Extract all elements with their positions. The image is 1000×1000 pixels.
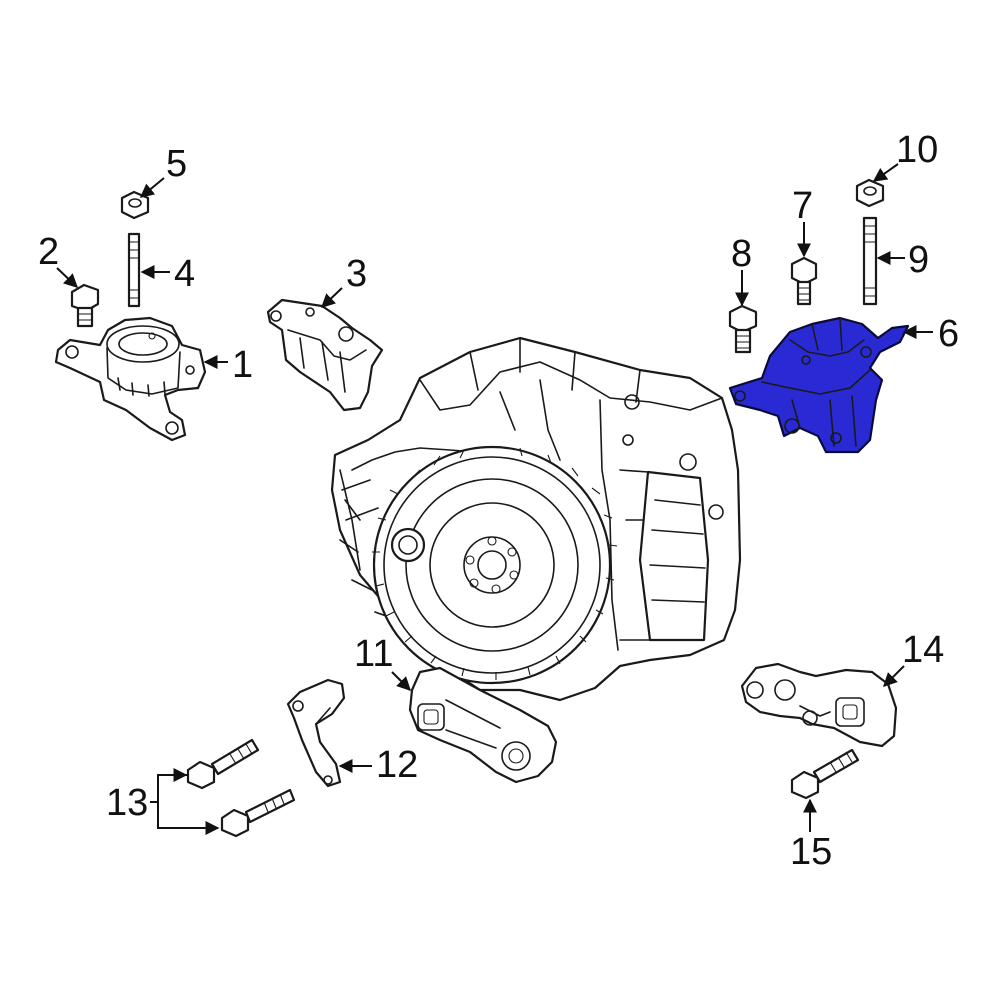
part-10-nut bbox=[855, 178, 885, 208]
callout-2: 2 bbox=[38, 231, 59, 273]
callout-12: 12 bbox=[376, 744, 418, 786]
part-14-rear-mount bbox=[740, 662, 898, 748]
callout-8: 8 bbox=[731, 233, 752, 275]
part-8-bolt bbox=[728, 304, 758, 354]
part-4-stud bbox=[127, 232, 141, 308]
callout-14: 14 bbox=[902, 629, 944, 671]
callout-5: 5 bbox=[166, 143, 187, 185]
part-11-roll-restrictor bbox=[408, 666, 558, 784]
part-6-transmission-mount bbox=[728, 316, 910, 454]
part-13-bolt-upper bbox=[186, 738, 260, 790]
transmission-assembly bbox=[330, 336, 742, 702]
callout-15: 15 bbox=[790, 831, 832, 873]
part-7-bolt bbox=[790, 256, 818, 306]
callout-labels: 1 2 3 4 5 6 7 8 9 10 11 12 13 14 15 bbox=[38, 129, 959, 873]
flexplate-bolt-holes bbox=[465, 536, 519, 594]
part-2-bolt bbox=[70, 283, 100, 328]
part-9-stud bbox=[862, 216, 878, 306]
part-1-engine-mount bbox=[54, 316, 207, 442]
part-13-bolt-lower bbox=[220, 788, 296, 838]
part-5-nut bbox=[120, 190, 150, 220]
callout-1: 1 bbox=[232, 344, 253, 386]
callout-7: 7 bbox=[792, 185, 813, 227]
callout-6: 6 bbox=[938, 313, 959, 355]
callout-11: 11 bbox=[354, 633, 393, 675]
part-12-bracket bbox=[286, 678, 346, 788]
callout-3: 3 bbox=[346, 253, 367, 295]
part-3-bracket bbox=[266, 298, 384, 412]
part-15-bolt bbox=[790, 748, 860, 800]
callout-13: 13 bbox=[106, 782, 148, 824]
leader-lines bbox=[56, 163, 933, 835]
callout-4: 4 bbox=[174, 253, 195, 295]
callout-9: 9 bbox=[908, 239, 929, 281]
callout-10: 10 bbox=[896, 129, 938, 171]
